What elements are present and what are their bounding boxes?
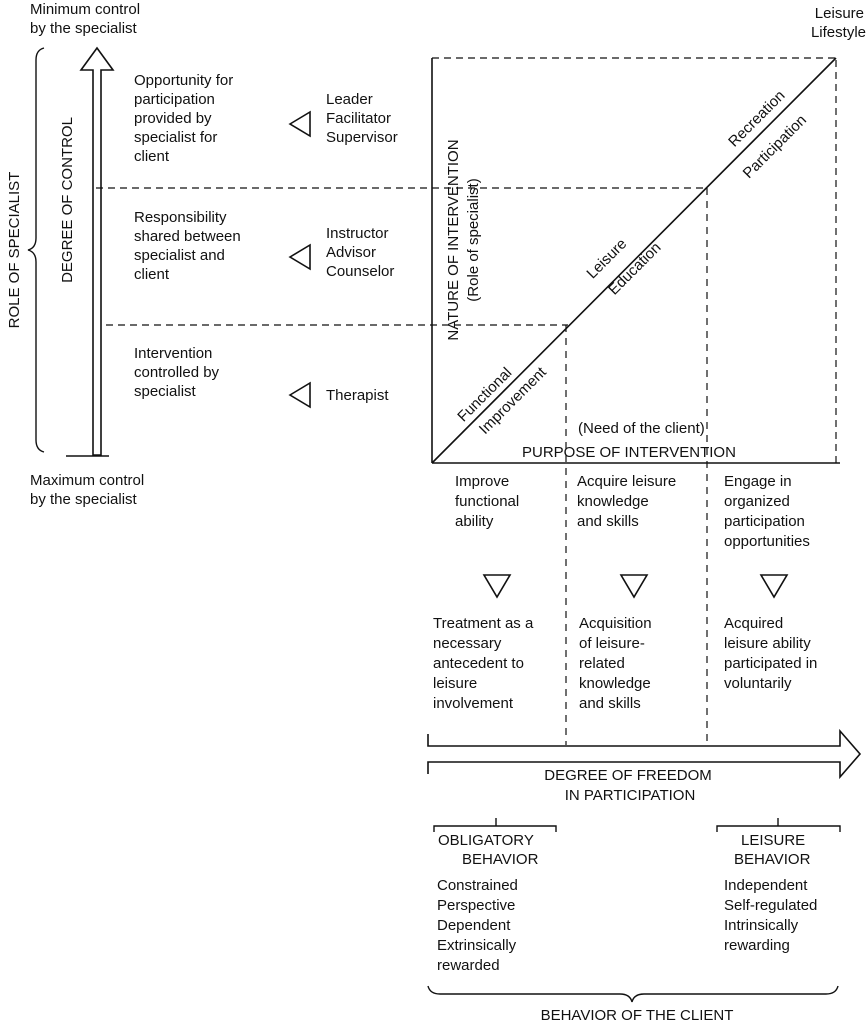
col3-down-triangle-icon <box>759 574 789 599</box>
behavior-bottom-brace <box>427 985 839 1003</box>
row1-roles: Leader Facilitator Supervisor <box>326 91 398 146</box>
row3-pointer-triangle-icon <box>288 381 311 409</box>
col3-outcome: Acquired leisure ability participated in… <box>724 615 822 692</box>
row3-desc: Intervention controlled by specialist <box>134 345 223 400</box>
purpose-of-intervention-label: PURPOSE OF INTERVENTION <box>522 444 736 461</box>
role-of-specialist-sub-label: (Role of specialist) <box>465 178 482 301</box>
leisure-lifestyle-label-1: Leisure <box>815 5 864 22</box>
row1-pointer-triangle-icon <box>288 110 311 138</box>
col2-outcome: Acquisition of leisure- related knowledg… <box>579 615 656 712</box>
col2-purpose: Acquire leisure knowledge and skills <box>577 473 680 530</box>
leisure-behavior-title-1: LEISURE <box>741 832 805 849</box>
obligatory-title-1: OBLIGATORY <box>438 832 534 849</box>
obligatory-title-2: BEHAVIOR <box>462 851 539 868</box>
diagonal-line <box>431 57 837 464</box>
col1-outcome: Treatment as a necessary antecedent to l… <box>433 615 538 712</box>
col1-purpose: Improve functional ability <box>455 473 523 530</box>
minimum-control-label-2: by the specialist <box>30 20 138 37</box>
row2-pointer-triangle-icon <box>288 243 311 271</box>
maximum-control-label-1: Maximum control <box>30 472 144 489</box>
role-of-specialist-label: ROLE OF SPECIALIST <box>6 172 23 329</box>
role-brace <box>27 47 45 453</box>
row2-desc: Responsibility shared between specialist… <box>134 209 245 283</box>
leisure-behavior-bracket <box>716 818 841 832</box>
degree-of-freedom-arrow <box>427 728 862 780</box>
leisure-behavior-title-2: BEHAVIOR <box>734 851 811 868</box>
obligatory-items: Constrained Perspective Dependent Extrin… <box>437 877 522 974</box>
minimum-control-label-1: Minimum control <box>30 1 140 18</box>
col3-purpose: Engage in organized participation opport… <box>724 473 810 550</box>
leisure-lifestyle-label-2: Lifestyle <box>811 24 866 41</box>
row1-desc: Opportunity for participation provided b… <box>134 72 237 165</box>
maximum-control-label-2: by the specialist <box>30 491 138 508</box>
degree-of-control-arrow <box>79 46 115 456</box>
nature-of-intervention-label: NATURE OF INTERVENTION <box>445 139 462 340</box>
col2-down-triangle-icon <box>619 574 649 599</box>
row3-roles: Therapist <box>326 387 389 404</box>
degree-of-control-label: DEGREE OF CONTROL <box>59 117 76 283</box>
obligatory-bracket <box>433 818 557 832</box>
degree-of-freedom-label-2: IN PARTICIPATION <box>565 787 696 804</box>
col1-down-triangle-icon <box>482 574 512 599</box>
leisure-behavior-items: Independent Self-regulated Intrinsically… <box>724 877 822 954</box>
row2-roles: Instructor Advisor Counselor <box>326 225 394 280</box>
behavior-of-client-label: BEHAVIOR OF THE CLIENT <box>541 1007 734 1024</box>
degree-of-freedom-label-1: DEGREE OF FREEDOM <box>544 767 712 784</box>
need-of-client-label: (Need of the client) <box>578 420 705 437</box>
